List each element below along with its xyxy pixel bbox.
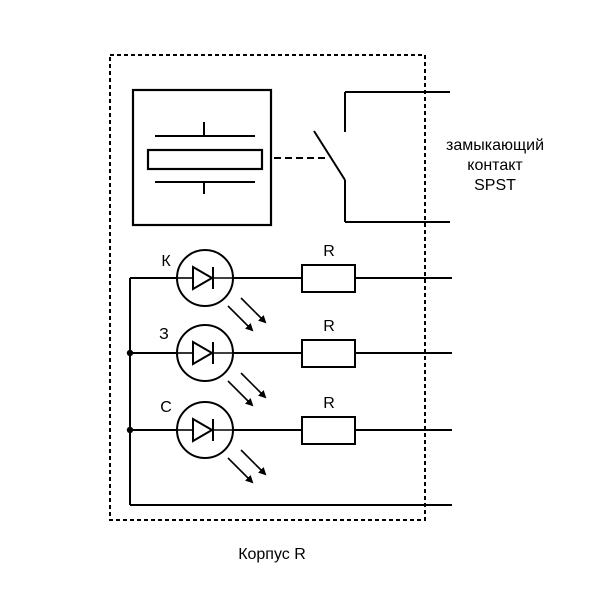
- resistor-label: R: [323, 243, 335, 260]
- light-arrows: [227, 449, 267, 484]
- housing-outline: [109, 54, 426, 521]
- light-arrows: [227, 297, 267, 332]
- resistor: [301, 264, 356, 293]
- resistor-label: R: [323, 318, 335, 335]
- resistor: [301, 416, 356, 445]
- led-label: С: [160, 399, 172, 416]
- resistor-label: R: [323, 395, 335, 412]
- resistor: [301, 339, 356, 368]
- contact-label-line1: замыкающий: [446, 137, 544, 154]
- led-diode: [176, 324, 234, 382]
- led-row: З R: [130, 318, 452, 407]
- led-diode: [176, 401, 234, 459]
- led-row: С R: [130, 395, 452, 484]
- led-row: К R: [130, 243, 452, 332]
- contact-label-line2: контакт: [467, 157, 523, 174]
- spst-contact: [313, 91, 450, 223]
- led-diode: [176, 249, 234, 307]
- led-label: К: [161, 253, 171, 270]
- light-arrows: [227, 372, 267, 407]
- relay-coil: [131, 88, 273, 227]
- contact-label-line3: SPST: [474, 177, 516, 194]
- housing-label: Корпус R: [238, 546, 306, 563]
- led-label: З: [159, 326, 169, 343]
